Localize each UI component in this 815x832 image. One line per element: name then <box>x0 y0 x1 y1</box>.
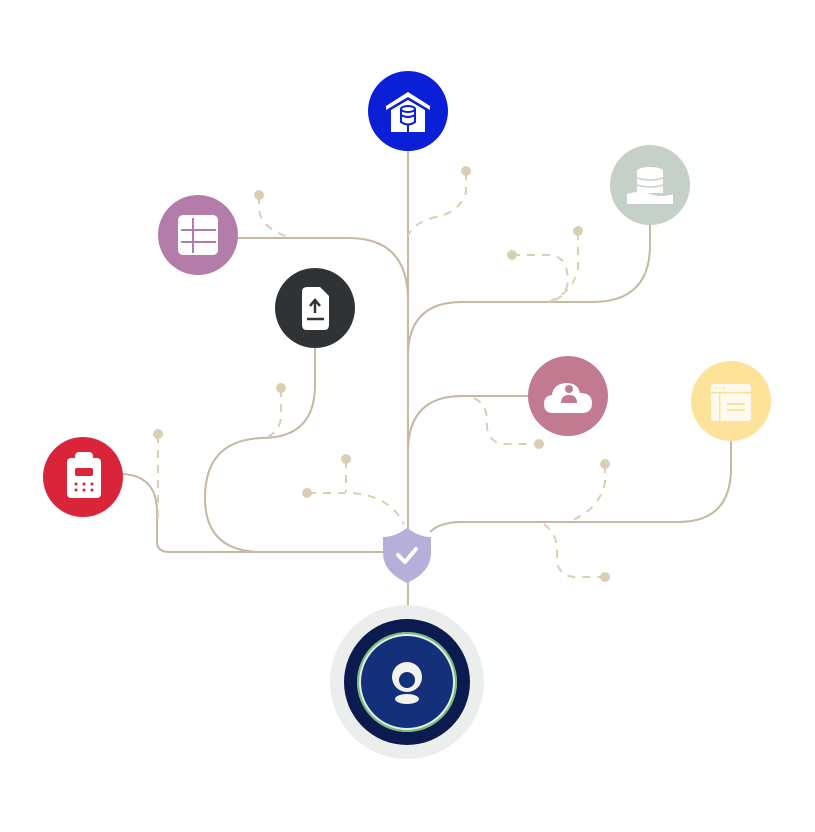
cloud-user-icon <box>544 383 592 413</box>
connector-datalake <box>407 225 651 357</box>
node-user[interactable] <box>330 605 484 759</box>
dashed-branches <box>153 166 610 582</box>
connector-cloud-user <box>407 395 528 453</box>
node-browser[interactable] <box>691 361 771 441</box>
data-lake-icon <box>627 167 673 204</box>
file-upload-icon <box>302 287 329 330</box>
endpoint-dot <box>341 454 351 464</box>
browser-window-icon <box>711 384 751 421</box>
endpoint-dot <box>507 250 517 260</box>
endpoint-dot <box>573 226 583 236</box>
endpoint-dot <box>153 429 163 439</box>
database-warehouse-icon <box>386 92 430 132</box>
node-warehouse[interactable] <box>368 71 448 151</box>
shield-check-icon <box>383 528 431 583</box>
connector-pos <box>122 473 384 553</box>
connector-upload <box>203 348 384 553</box>
endpoint-dot <box>276 383 286 393</box>
connectors <box>122 151 732 608</box>
endpoint-dot <box>600 459 610 469</box>
node-cloud-user[interactable] <box>528 356 608 436</box>
user-profile-icon <box>392 662 422 704</box>
node-upload[interactable] <box>275 268 355 348</box>
table-grid-icon <box>178 215 218 255</box>
connector-browser <box>429 441 732 533</box>
endpoint-dot <box>534 439 544 449</box>
endpoint-dot <box>254 190 264 200</box>
endpoint-dot <box>302 488 312 498</box>
node-security[interactable] <box>383 528 431 583</box>
node-table[interactable] <box>158 195 238 275</box>
node-datalake[interactable] <box>610 145 690 225</box>
endpoint-dot <box>600 572 610 582</box>
connector-table <box>238 237 409 301</box>
node-pos[interactable] <box>43 437 123 517</box>
endpoint-dot <box>461 166 471 176</box>
payment-terminal-icon <box>67 452 101 498</box>
